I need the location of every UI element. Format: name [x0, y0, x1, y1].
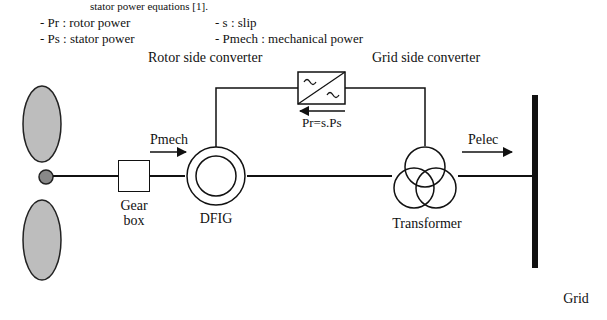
grid-bus: Grid — [532, 95, 538, 268]
text-holder: Pr=s.Ps — [302, 115, 342, 130]
dfig-generator-drawing — [185, 145, 247, 207]
text-label: Pr=s.Ps — [302, 115, 342, 130]
pelec-arrow — [462, 151, 512, 153]
connector-line — [458, 175, 532, 177]
text-label: - Pmech : mechanical power — [215, 31, 363, 46]
ac-symbol — [327, 93, 339, 98]
connector-line — [247, 175, 392, 177]
node-label: Grid — [554, 291, 598, 306]
text-label: - Ps : stator power — [40, 31, 135, 46]
gearbox-box-outline — [118, 160, 150, 192]
text-label: stator power equations [1]. — [90, 0, 208, 13]
converter-box — [298, 72, 345, 104]
pmech-arrow — [150, 151, 186, 153]
dfig-generator: DFIG — [185, 145, 247, 207]
transformer-symbol-drawing — [392, 140, 458, 212]
blade — [23, 86, 61, 162]
grid-bus-outline — [532, 95, 538, 268]
pr-arrow — [300, 110, 345, 112]
dfig-generator-outline — [185, 145, 247, 207]
gearbox-box: Gear box — [118, 160, 150, 192]
hub — [39, 170, 53, 184]
text-holder: - s : slip — [215, 15, 257, 30]
transformer-symbol: Transformer — [392, 140, 458, 212]
text-holder: Pelec — [468, 132, 498, 148]
text-holder: - Pmech : mechanical power — [215, 31, 363, 46]
node-label: DFIG — [181, 211, 251, 226]
rotor-wire — [216, 88, 298, 147]
transformer-symbol-outline — [392, 140, 458, 212]
node-label: Gear box — [110, 198, 158, 228]
text-holder: Grid — [554, 291, 598, 306]
text-holder: Transformer — [382, 216, 472, 231]
ac-symbol — [304, 80, 316, 85]
text-holder: - Ps : stator power — [40, 31, 135, 46]
text-label: Rotor side converter — [148, 50, 262, 66]
text-holder: Pmech — [150, 132, 188, 148]
text-label: Grid side converter — [372, 50, 480, 66]
text-holder: Rotor side converter — [148, 50, 262, 66]
text-label: - Pr : rotor power — [40, 15, 130, 30]
converter-diagonal — [298, 72, 345, 104]
text-holder: Gear box — [110, 198, 158, 228]
text-holder: - Pr : rotor power — [40, 15, 130, 30]
grid-wire — [345, 88, 425, 146]
node-label: Transformer — [382, 216, 472, 231]
text-holder: stator power equations [1]. — [90, 0, 208, 13]
text-holder: DFIG — [181, 211, 251, 226]
connector-line — [150, 175, 185, 177]
text-holder: Grid side converter — [372, 50, 480, 66]
text-label: Pelec — [468, 132, 498, 148]
blade — [23, 200, 61, 280]
text-label: Pmech — [150, 132, 188, 148]
shaft — [53, 175, 118, 177]
text-label: - s : slip — [215, 15, 257, 30]
